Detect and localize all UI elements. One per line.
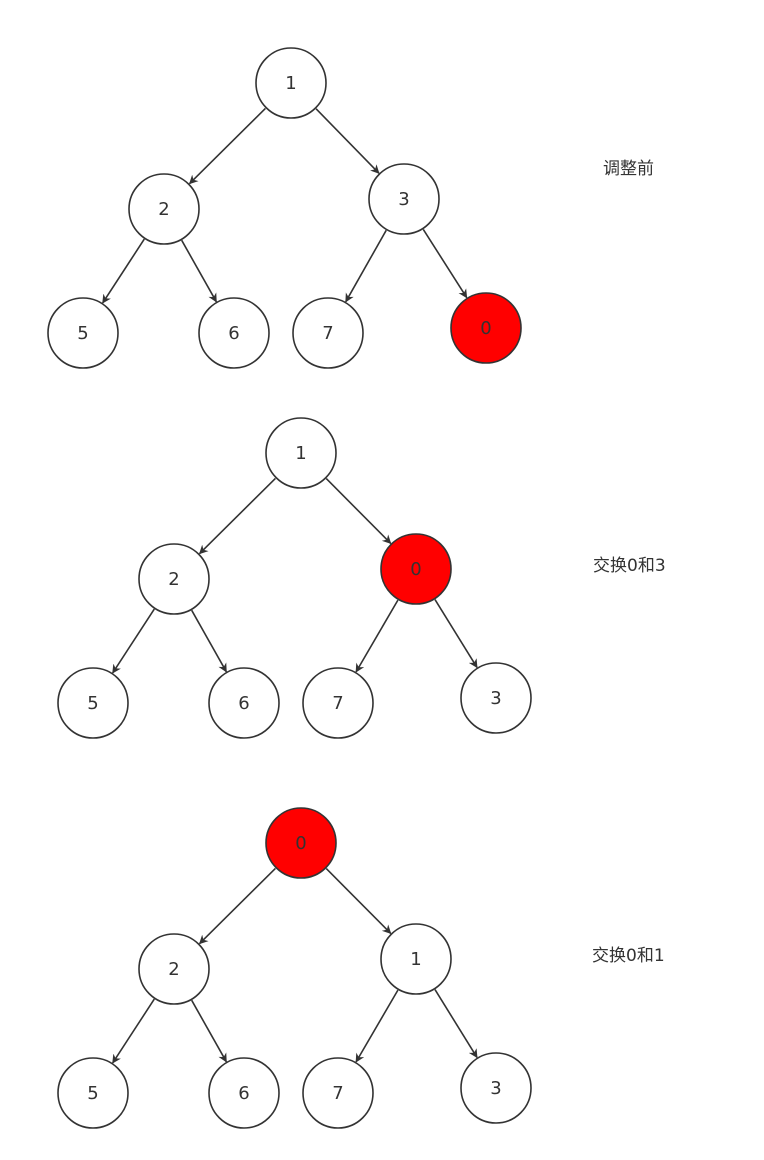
node-swap-0-3-0: 0 [380, 533, 452, 605]
node-before-1: 1 [255, 47, 327, 119]
nodes-layer: 1 2 3 5 6 7 0 1 2 0 5 6 7 3 0 2 1 5 6 7 3 [47, 47, 532, 1129]
node-circle [57, 1057, 129, 1129]
node-circle [380, 533, 452, 605]
node-label: 0 [295, 833, 306, 854]
node-circle [292, 297, 364, 369]
node-label: 7 [332, 693, 343, 714]
node-circle [450, 292, 522, 364]
node-circle [138, 933, 210, 1005]
caption-swap-0-3: 交换0和3 [593, 556, 666, 576]
node-swap-0-1-7: 7 [302, 1057, 374, 1129]
node-circle [302, 1057, 374, 1129]
node-label: 1 [295, 443, 306, 464]
node-label: 7 [322, 323, 333, 344]
node-label: 6 [238, 1083, 249, 1104]
node-circle [208, 1057, 280, 1129]
node-before-7: 7 [292, 297, 364, 369]
node-circle [128, 173, 200, 245]
node-label: 7 [332, 1083, 343, 1104]
node-swap-0-3-6: 6 [208, 667, 280, 739]
edge-swap-0-1-1-to-7 [355, 989, 399, 1063]
edges-layer [102, 107, 478, 1064]
node-swap-0-3-1: 1 [265, 417, 337, 489]
node-swap-0-3-7: 7 [302, 667, 374, 739]
edge-swap-0-1-0-to-2 [198, 867, 276, 945]
node-swap-0-3-3: 3 [460, 662, 532, 734]
node-circle [265, 807, 337, 879]
node-swap-0-1-5: 5 [57, 1057, 129, 1129]
node-swap-0-1-0: 0 [265, 807, 337, 879]
node-label: 2 [168, 959, 179, 980]
edge-before-2-to-5 [102, 238, 145, 304]
edge-swap-0-1-2-to-6 [191, 999, 227, 1063]
edge-before-1-to-3 [315, 108, 380, 174]
node-circle [255, 47, 327, 119]
edge-swap-0-3-1-to-0 [325, 478, 392, 545]
node-circle [47, 297, 119, 369]
edge-swap-0-3-1-to-2 [198, 477, 276, 555]
node-label: 5 [87, 693, 98, 714]
edge-swap-0-1-1-to-3 [434, 989, 478, 1059]
node-circle [302, 667, 374, 739]
node-circle [208, 667, 280, 739]
edge-before-1-to-2 [188, 107, 266, 185]
node-circle [380, 923, 452, 995]
node-swap-0-1-3: 3 [460, 1052, 532, 1124]
node-label: 1 [410, 949, 421, 970]
node-before-3: 3 [368, 163, 440, 235]
edge-swap-0-3-2-to-6 [191, 609, 227, 673]
node-label: 2 [158, 199, 169, 220]
caption-before: 调整前 [603, 159, 654, 179]
node-circle [138, 543, 210, 615]
edge-swap-0-3-2-to-5 [112, 608, 155, 674]
edge-swap-0-3-0-to-3 [434, 599, 478, 669]
node-circle [198, 297, 270, 369]
node-label: 1 [285, 73, 296, 94]
node-label: 3 [398, 189, 409, 210]
node-before-0: 0 [450, 292, 522, 364]
node-circle [265, 417, 337, 489]
node-circle [460, 1052, 532, 1124]
node-swap-0-3-2: 2 [138, 543, 210, 615]
node-label: 5 [77, 323, 88, 344]
node-before-6: 6 [198, 297, 270, 369]
node-before-2: 2 [128, 173, 200, 245]
edge-before-3-to-0 [422, 228, 468, 299]
node-swap-0-3-5: 5 [57, 667, 129, 739]
node-swap-0-1-6: 6 [208, 1057, 280, 1129]
node-circle [460, 662, 532, 734]
node-swap-0-1-1: 1 [380, 923, 452, 995]
node-label: 5 [87, 1083, 98, 1104]
edge-before-3-to-7 [345, 229, 387, 303]
node-label: 6 [238, 693, 249, 714]
node-before-5: 5 [47, 297, 119, 369]
edge-swap-0-3-0-to-7 [355, 599, 399, 673]
edge-swap-0-1-2-to-5 [112, 998, 155, 1064]
node-label: 6 [228, 323, 239, 344]
node-label: 3 [490, 1078, 501, 1099]
node-label: 2 [168, 569, 179, 590]
edge-swap-0-1-0-to-1 [325, 868, 392, 935]
node-label: 0 [480, 318, 491, 339]
node-circle [57, 667, 129, 739]
node-circle [368, 163, 440, 235]
node-label: 0 [410, 559, 421, 580]
node-swap-0-1-2: 2 [138, 933, 210, 1005]
caption-swap-0-1: 交换0和1 [592, 946, 665, 966]
node-label: 3 [490, 688, 501, 709]
edge-before-2-to-6 [181, 239, 217, 303]
